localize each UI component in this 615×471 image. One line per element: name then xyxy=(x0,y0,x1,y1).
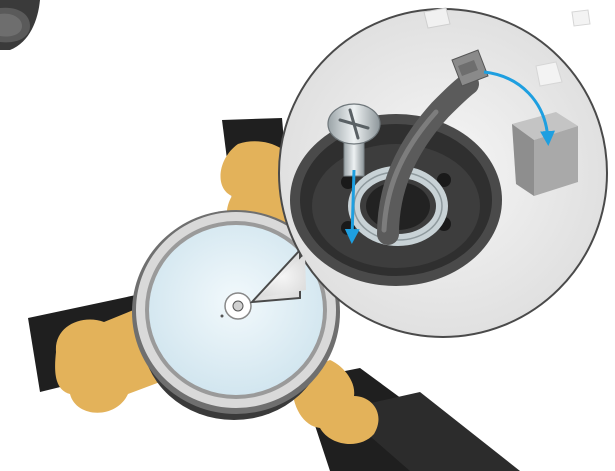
hub-disc xyxy=(0,0,40,50)
screw-insert-arrow xyxy=(352,170,354,238)
